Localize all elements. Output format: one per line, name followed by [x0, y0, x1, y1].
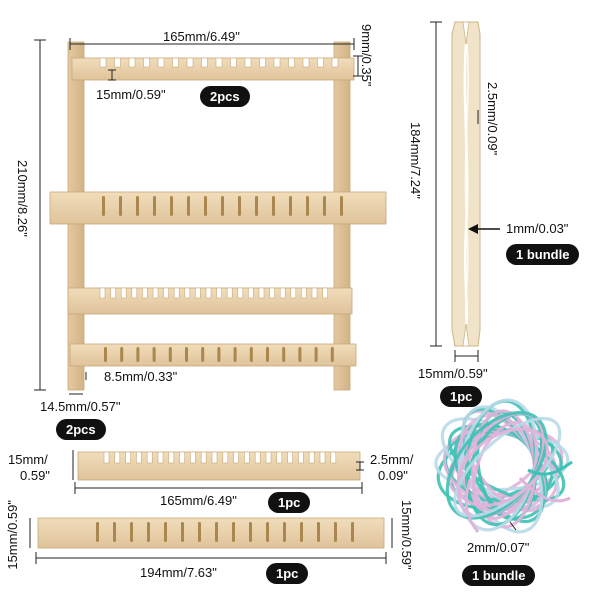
shuttle-bottom-notch: [462, 323, 470, 347]
frame-dimension-lines: [34, 38, 363, 395]
wide-notched-bar: [49, 191, 387, 225]
comb-dimension-lines: [72, 450, 364, 494]
shuttle-dimension-lines: [430, 21, 479, 362]
bar-qty-badge: 1pc: [266, 563, 309, 584]
shuttle-length-label: 184mm/7.24": [408, 122, 423, 199]
yarn-bundle: [434, 398, 573, 534]
shuttle-thread-label: 1mm/0.03": [506, 221, 569, 236]
bar-length-label: 194mm/7.63": [140, 565, 217, 580]
separate-bar-body: [37, 517, 385, 549]
shuttle-qty-badge: 1pc: [440, 386, 483, 407]
frame-top-qty-badge: 2pcs: [200, 86, 250, 107]
bar-dimension-lines: [29, 518, 393, 564]
shuttle-bundle-badge: 1 bundle: [506, 244, 580, 265]
slot-depth-label: 9mm/0.35": [359, 24, 374, 87]
frame-post-qty-badge: 2pcs: [56, 419, 106, 440]
shuttle-notch-label: 2.5mm/0.09": [485, 82, 500, 156]
frame-height-label: 210mm/8.26": [15, 160, 30, 237]
shuttle-top-notch: [462, 21, 470, 45]
comb-height-label-a: 15mm/: [8, 452, 48, 467]
comb-qty-badge: 1pc: [268, 492, 311, 513]
shuttle: [451, 21, 481, 347]
shuttle-width-label: 15mm/0.59": [418, 366, 488, 381]
bottom-bar-slots: [104, 347, 334, 362]
slot-height-label: 15mm/0.59": [96, 87, 166, 102]
separate-comb-body: [77, 451, 361, 481]
top-comb-slots: [99, 57, 339, 68]
bar-height-left-label: 15mm/0.59": [5, 500, 20, 570]
post-gap-label: 8.5mm/0.33": [104, 369, 178, 384]
yarn-thickness-label: 2mm/0.07": [467, 540, 530, 555]
separate-wide-bar: [37, 517, 385, 549]
comb-notch-label-b: 0.09": [378, 468, 408, 483]
middle-comb-teeth: [99, 287, 328, 299]
comb-length-label: 165mm/6.49": [160, 493, 237, 508]
separate-comb: [77, 451, 361, 481]
yarn-dimension-line: [509, 521, 517, 531]
comb-notch-label-a: 2.5mm/: [370, 452, 414, 467]
wide-bar-slots: [102, 196, 343, 216]
bar-height-right-label: 15mm/0.59": [399, 500, 414, 570]
post-width-label: 14.5mm/0.57": [40, 399, 121, 414]
comb-height-label-b: 0.59": [20, 468, 50, 483]
thread-arrow: [468, 224, 500, 234]
loom-frame: [49, 41, 387, 391]
frame-width-label: 165mm/6.49": [163, 29, 240, 44]
bottom-notched-bar: [69, 343, 357, 367]
yarn-qty-badge: 1 bundle: [462, 565, 536, 586]
top-comb-bar: [71, 57, 355, 81]
